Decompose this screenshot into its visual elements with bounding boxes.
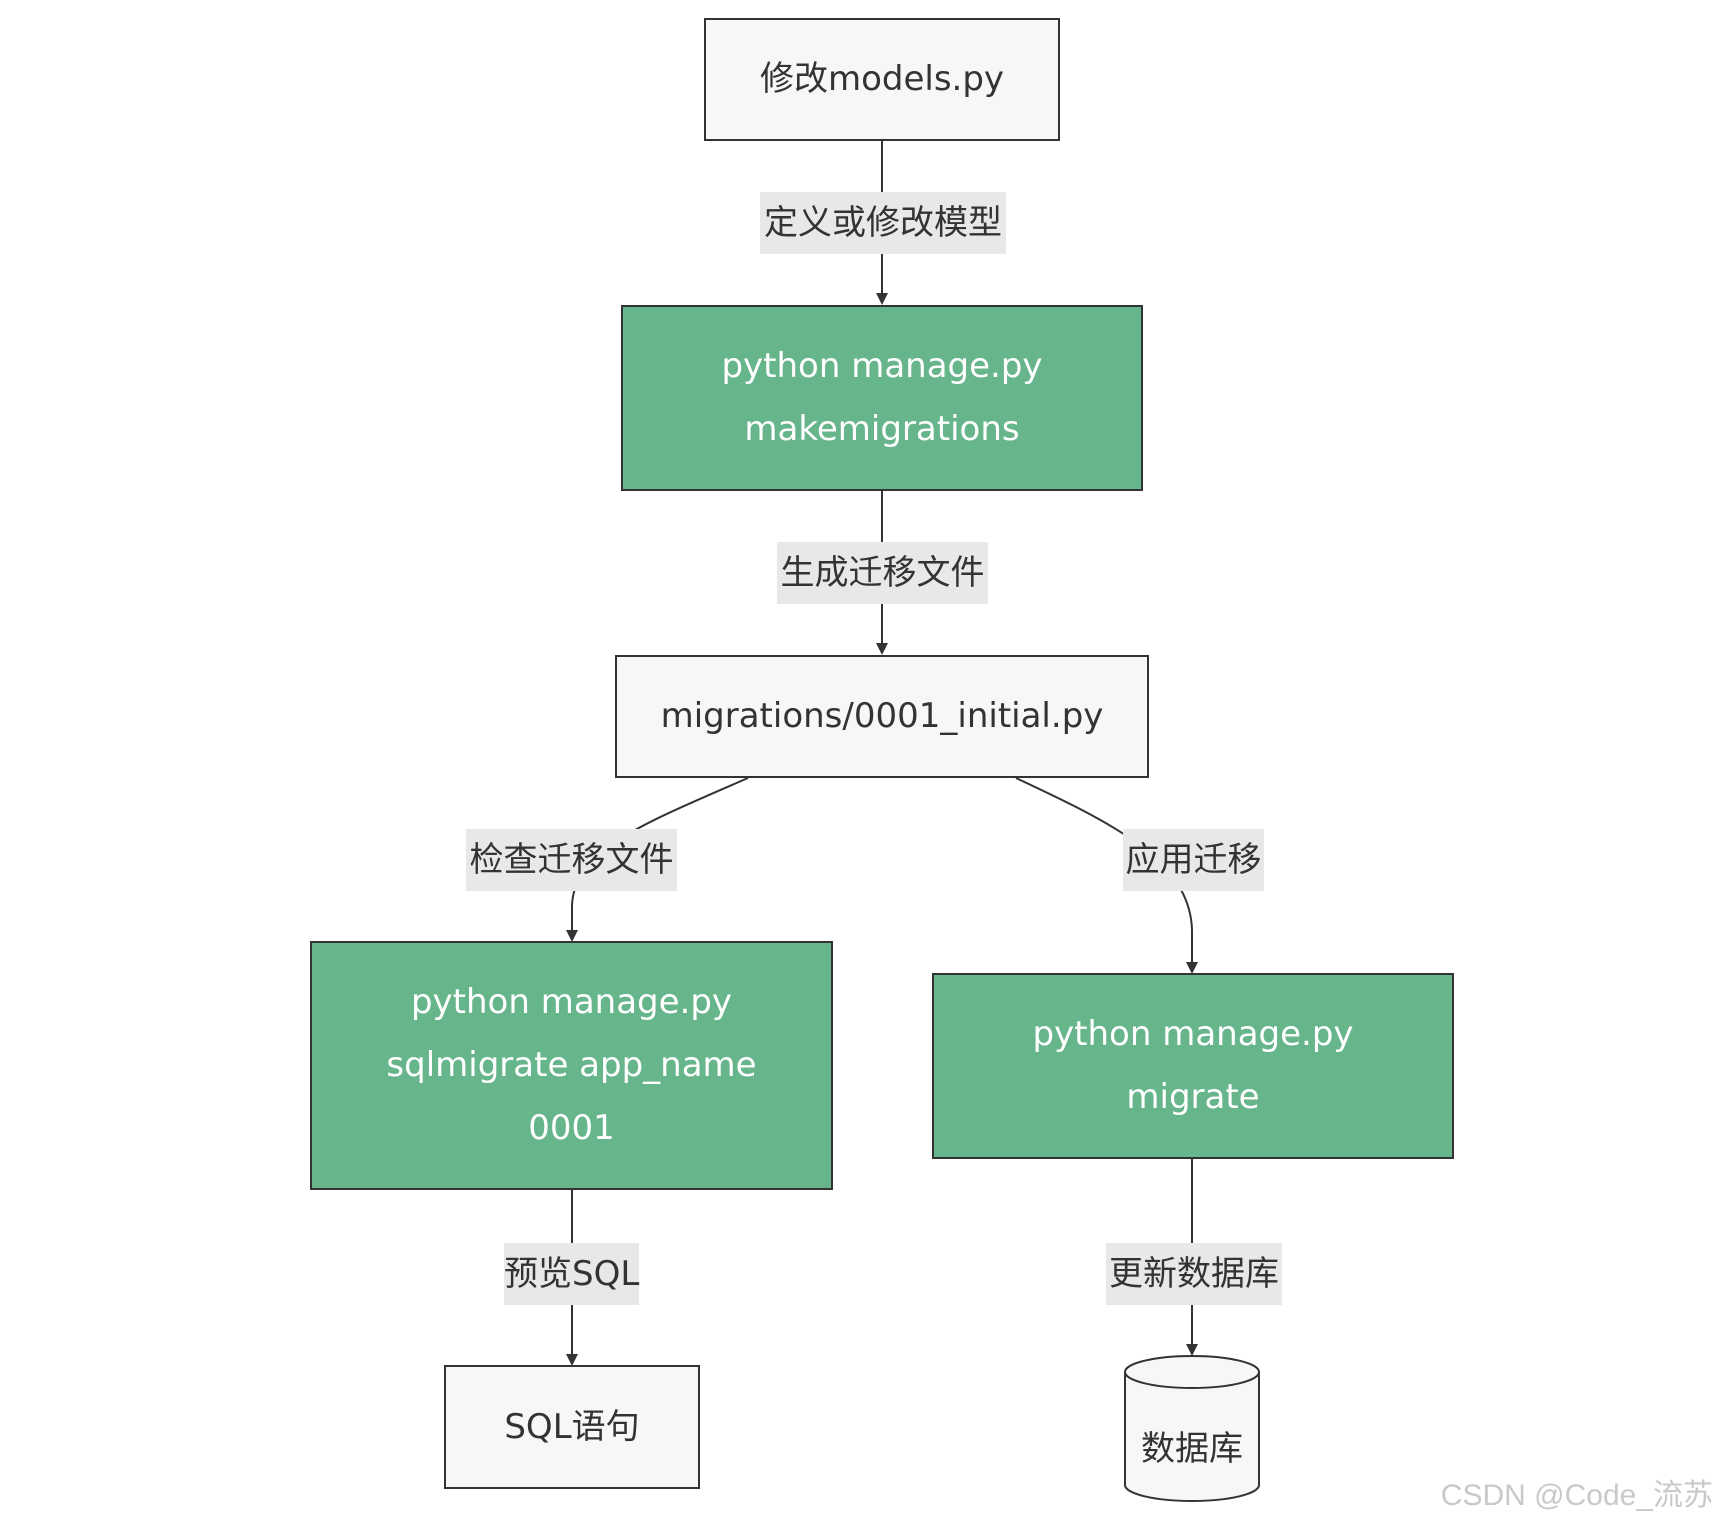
node-migration-file-label: migrations/0001_initial.py xyxy=(660,696,1104,736)
node-sql-statement-label: SQL语句 xyxy=(504,1406,640,1447)
node-sqlmigrate-line-3: 0001 xyxy=(528,1108,615,1148)
node-sqlmigrate-line-1: python manage.py xyxy=(410,982,733,1022)
watermark: CSDN @Code_流苏 xyxy=(1440,1479,1713,1512)
node-sqlmigrate: python manage.py sqlmigrate app_name 000… xyxy=(310,941,833,1190)
node-migrate: python manage.py migrate xyxy=(932,973,1454,1159)
edge-label-update-db: 更新数据库 xyxy=(1106,1243,1282,1305)
node-migration-file: migrations/0001_initial.py xyxy=(615,655,1149,778)
node-sqlmigrate-line-2: sqlmigrate app_name xyxy=(386,1045,757,1085)
node-migrate-line-2: migrate xyxy=(1126,1077,1260,1117)
node-makemigrations-line-2: makemigrations xyxy=(744,409,1020,449)
edge-label-check-migration: 检查迁移文件 xyxy=(466,829,677,891)
edge-label-generate-migration: 生成迁移文件 xyxy=(777,542,988,604)
edge-label-preview-sql: 预览SQL xyxy=(504,1243,639,1305)
edge-label-define-model: 定义或修改模型 xyxy=(760,192,1006,254)
node-database-label: 数据库 xyxy=(1141,1429,1243,1469)
node-modify-models-label: 修改models.py xyxy=(759,59,1005,99)
database-cylinder xyxy=(1124,1355,1260,1502)
node-migrate-line-1: python manage.py xyxy=(1032,1014,1354,1054)
node-makemigrations: python manage.py makemigrations xyxy=(621,305,1143,491)
node-modify-models: 修改models.py xyxy=(704,18,1060,141)
edge-label-apply-migration: 应用迁移 xyxy=(1123,829,1264,891)
node-sql-statement: SQL语句 xyxy=(444,1365,700,1489)
node-makemigrations-line-1: python manage.py xyxy=(721,346,1043,386)
